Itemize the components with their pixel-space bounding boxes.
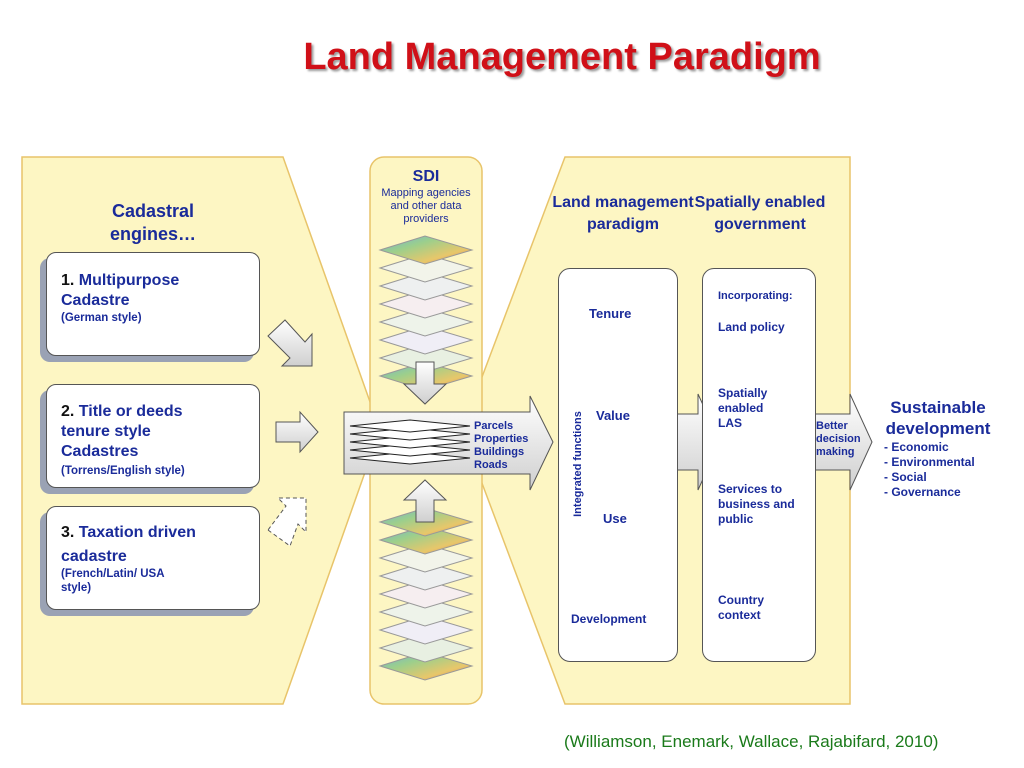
layer-buildings: Buildings — [474, 446, 525, 458]
paradigm-heading: Land management paradigm — [552, 194, 694, 233]
card2-note: (Torrens/English style) — [61, 465, 185, 477]
sdi-layer-list: Parcels Properties Buildings Roads — [474, 420, 554, 472]
gov-country-context: Country context — [718, 593, 764, 622]
page-title: Land Management Paradigm — [303, 36, 821, 78]
down-arrow — [402, 361, 448, 405]
sustainable-list: - Economic - Environmental - Social - Go… — [884, 440, 975, 500]
function-development: Development — [571, 612, 647, 626]
card1-name: Multipurpose Cadastre — [61, 272, 180, 309]
card3-note: (French/Latin/ USA style) — [61, 568, 165, 594]
sustainable-governance: - Governance — [884, 485, 961, 499]
up-arrow — [402, 479, 448, 523]
card1-note: (German style) — [61, 312, 142, 324]
card1-arrow — [267, 319, 313, 367]
government-heading: Spatially enabled government — [694, 194, 826, 233]
gov-services: Services to business and public — [718, 482, 795, 526]
layer-properties: Properties — [474, 433, 529, 445]
card3-number: 3. — [61, 524, 75, 541]
function-use: Use — [603, 511, 627, 526]
card2-arrow — [275, 410, 319, 454]
card-title-deeds: 2. Title or deeds tenure style Cadastres… — [46, 384, 260, 488]
gov-incorporating: Incorporating: — [718, 290, 793, 302]
card3-arrow — [267, 497, 307, 547]
sdi-title: SDI — [412, 168, 440, 185]
card-taxation-cadastre: 3. Taxation driven cadastre (French/Lati… — [46, 506, 260, 610]
integrated-functions-label: Integrated functions — [572, 411, 584, 517]
layer-parcels: Parcels — [474, 420, 514, 432]
sdi-subtitle: Mapping agencies and other data provider… — [381, 187, 471, 225]
card-multipurpose-cadastre: 1. Multipurpose Cadastre (German style) — [46, 252, 260, 356]
decision-label: Better decision making — [816, 420, 861, 458]
sustainable-economic: - Economic — [884, 440, 949, 454]
gov-land-policy: Land policy — [718, 320, 785, 334]
layer-roads: Roads — [474, 459, 508, 471]
government-box — [702, 268, 816, 662]
citation: (Williamson, Enemark, Wallace, Rajabifar… — [564, 732, 939, 751]
paradigm-box — [558, 268, 678, 662]
card1-number: 1. — [61, 272, 75, 289]
sustainable-environmental: - Environmental — [884, 455, 975, 469]
card2-number: 2. — [61, 403, 75, 420]
function-value: Value — [596, 408, 630, 423]
map-stack-bottom — [378, 507, 474, 681]
card2-name: Title or deeds tenure style Cadastres — [61, 403, 183, 460]
parcel-layers-icon — [349, 419, 471, 465]
card3-name: Taxation driven cadastre — [61, 524, 196, 565]
gov-spatially-enabled-las: Spatially enabled LAS — [718, 386, 768, 430]
sustainable-social: - Social — [884, 470, 927, 484]
decision-arrow — [813, 393, 873, 491]
sustainable-heading: Sustainable development — [885, 398, 991, 438]
function-tenure: Tenure — [589, 306, 632, 321]
cadastral-heading: Cadastral engines… — [109, 201, 197, 244]
